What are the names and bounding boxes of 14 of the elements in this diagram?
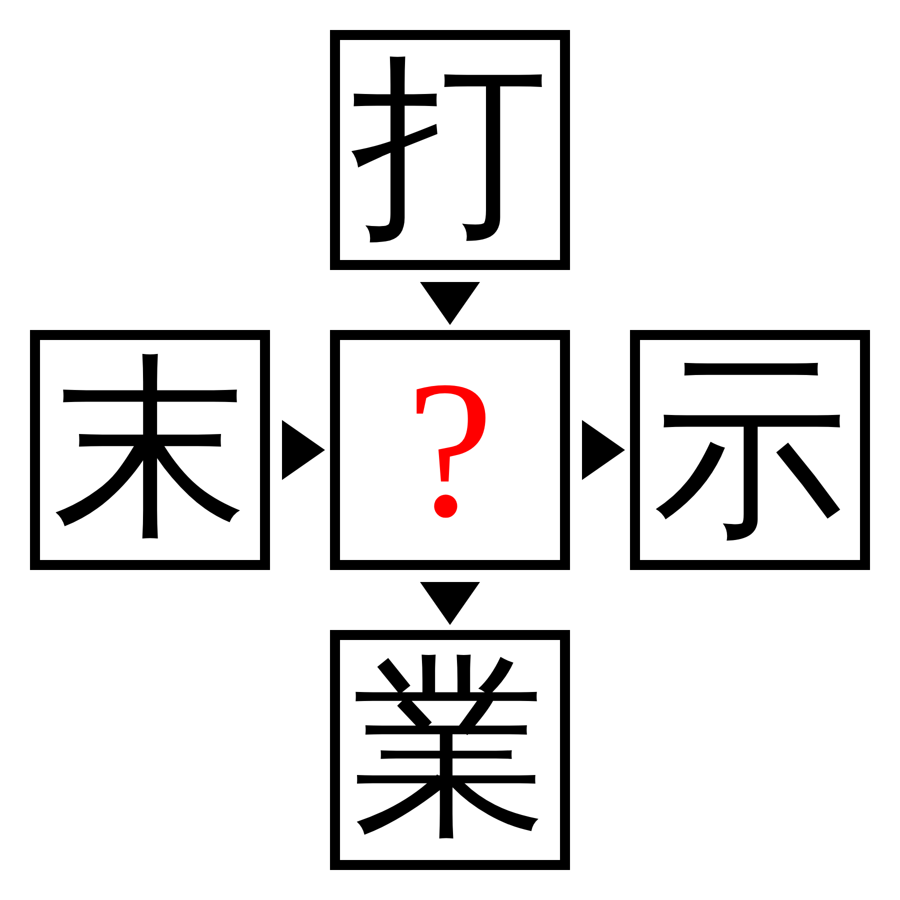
question-mark: ? xyxy=(406,352,494,548)
character-box xyxy=(330,630,570,870)
triangle-arrow xyxy=(420,582,480,625)
kanji-character: 打 xyxy=(352,52,548,248)
character-box xyxy=(30,330,270,570)
triangle-arrow xyxy=(420,282,480,325)
triangle-arrow xyxy=(582,420,625,480)
character-box xyxy=(330,330,570,570)
triangle-arrow xyxy=(282,420,325,480)
character-box xyxy=(630,330,870,570)
kanji-character: 示 xyxy=(652,352,848,548)
kanji-character: 業 xyxy=(352,652,548,848)
kanji-character: 末 xyxy=(52,352,248,548)
character-box xyxy=(330,30,570,270)
